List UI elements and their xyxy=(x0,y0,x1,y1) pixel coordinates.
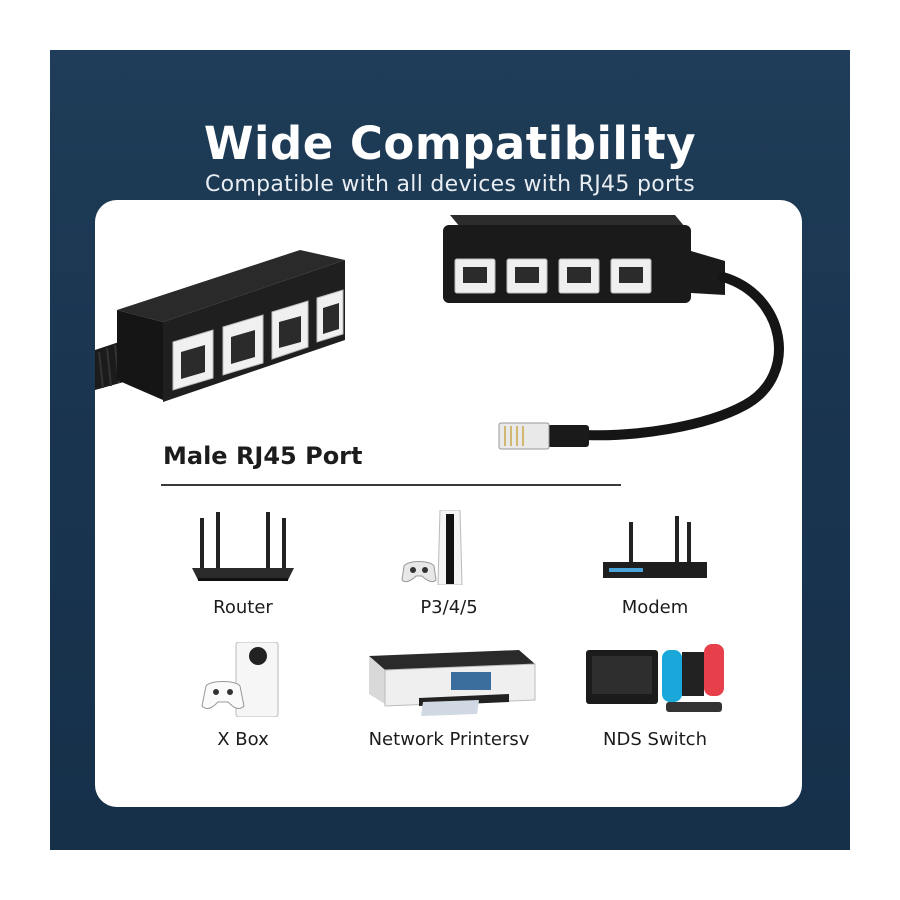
divider-line xyxy=(161,484,621,486)
device-label: P3/4/5 xyxy=(420,597,478,618)
device-label: NDS Switch xyxy=(603,729,707,750)
page-title: Wide Compatibility xyxy=(203,117,697,170)
xbox-icon xyxy=(201,642,279,717)
device-playstation: P3/4/5 xyxy=(349,510,549,618)
banner-panel: Wide Compatibility Compatible with all d… xyxy=(50,50,850,850)
device-printer: Network Printersv xyxy=(349,642,549,750)
device-label: Network Printersv xyxy=(368,729,530,750)
router-icon xyxy=(192,512,294,581)
device-label: Modem xyxy=(621,597,689,618)
device-router: Router xyxy=(143,510,343,618)
switch-console-icon xyxy=(586,644,724,712)
male-port-label: Male RJ45 Port xyxy=(163,442,363,470)
device-xbox: X Box xyxy=(143,642,343,750)
device-label: X Box xyxy=(217,729,269,750)
splitter-cable-image xyxy=(443,215,784,450)
page-subtitle: Compatible with all devices with RJ45 po… xyxy=(204,172,695,197)
content-card: Male RJ45 Port Router P3/4/5 xyxy=(95,200,802,807)
game-console-icon xyxy=(401,510,463,585)
splitter-angled-image xyxy=(95,250,345,402)
modem-icon xyxy=(603,516,707,578)
device-label: Router xyxy=(213,597,273,618)
device-switch: NDS Switch xyxy=(555,642,755,750)
printer-icon xyxy=(369,650,536,716)
device-modem: Modem xyxy=(555,510,755,618)
